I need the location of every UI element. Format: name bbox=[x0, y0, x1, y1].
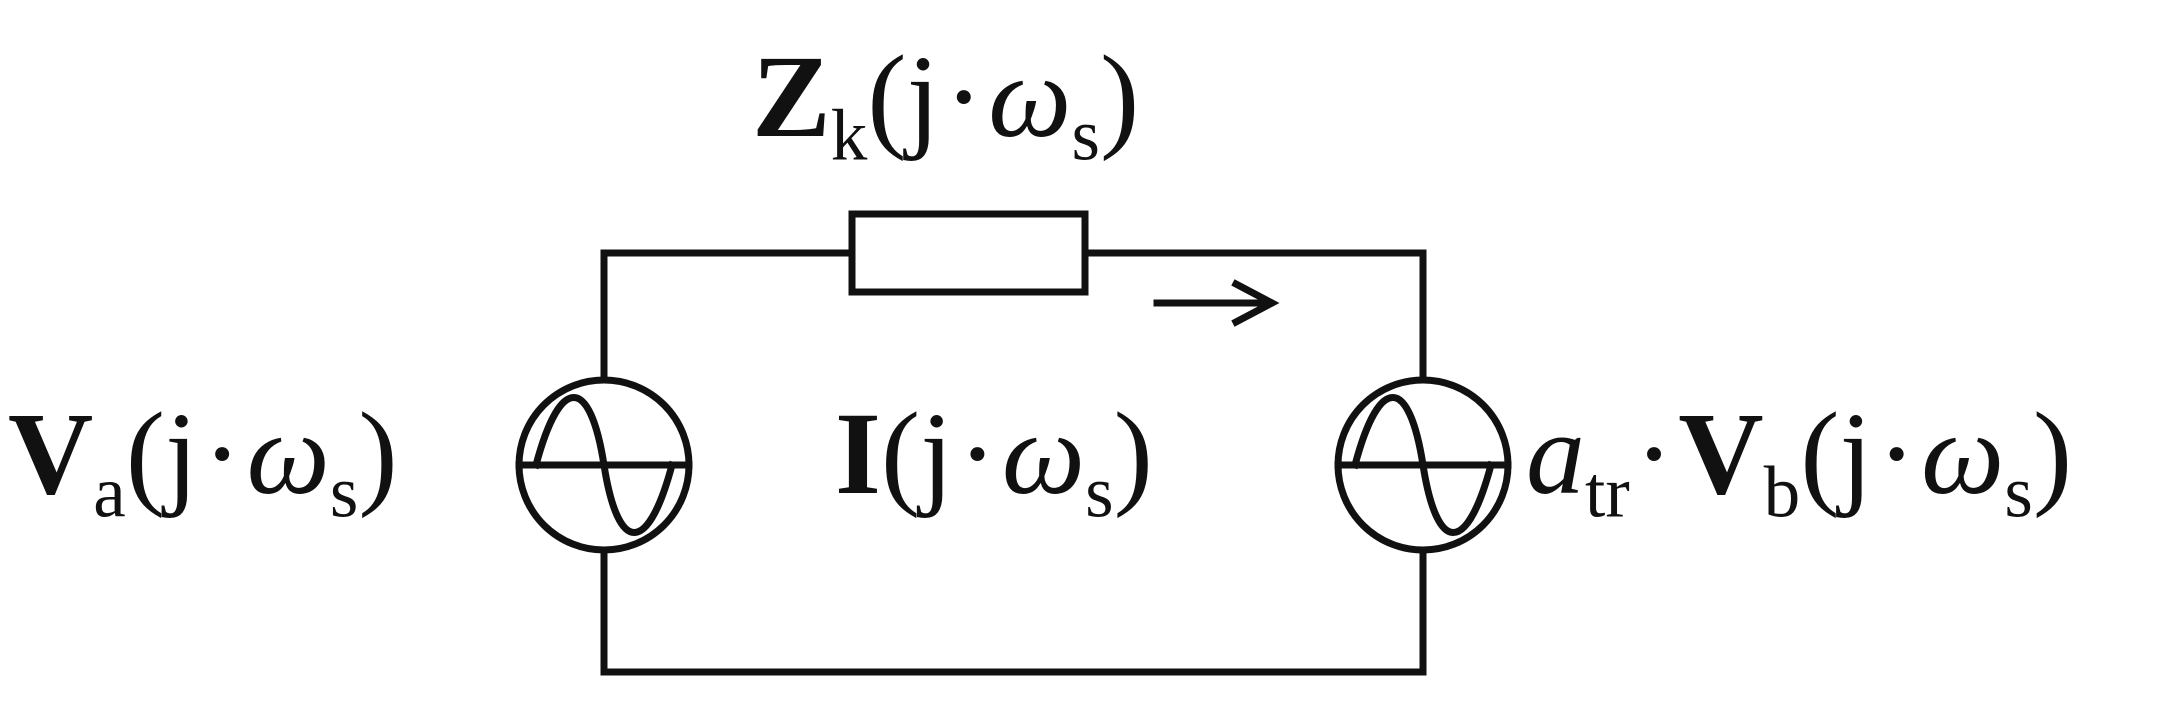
impedance-label: Zk(j·ωs) bbox=[752, 31, 1140, 176]
impedance-resistor bbox=[848, 210, 1089, 296]
source-a-label: Va(j·ωs) bbox=[8, 388, 398, 533]
source-b-label: atr·Vb(j·ωs) bbox=[1526, 388, 2073, 533]
current-label: I(j·ωs) bbox=[835, 388, 1153, 533]
ac-source-right bbox=[1334, 376, 1512, 554]
ac-source-left bbox=[515, 376, 693, 554]
current-arrow-icon bbox=[1153, 279, 1280, 327]
